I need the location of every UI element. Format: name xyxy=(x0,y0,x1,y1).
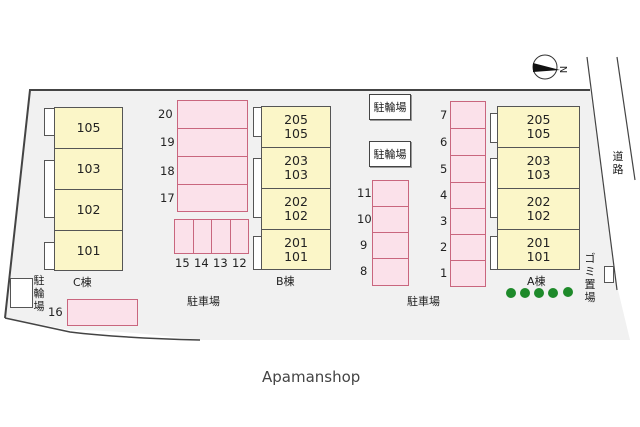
parking-space-13[interactable] xyxy=(211,219,231,254)
parking-space-3[interactable] xyxy=(450,208,486,235)
parking-number: 2 xyxy=(440,240,448,254)
parking-number: 12 xyxy=(232,256,247,270)
tree-icon xyxy=(506,288,516,298)
bicycle-parking-label: 駐輪場 xyxy=(373,148,407,161)
parking-space-4[interactable] xyxy=(450,182,486,209)
parking-space-17[interactable] xyxy=(177,184,248,212)
parking-space-19[interactable] xyxy=(177,128,248,157)
parking-number: 10 xyxy=(357,212,372,226)
parking-space-16[interactable] xyxy=(67,299,138,326)
garbage-box xyxy=(604,266,614,283)
parking-number: 3 xyxy=(440,214,448,228)
building-a-label: A棟 xyxy=(527,275,546,288)
parking-number: 17 xyxy=(160,191,175,205)
unit-c-101[interactable]: 101 xyxy=(54,230,123,271)
parking-label: 駐車場 xyxy=(407,295,440,308)
parking-space-5[interactable] xyxy=(450,155,486,183)
parking-number: 15 xyxy=(175,256,190,270)
unit-number: 203 xyxy=(526,153,551,168)
watermark: Apamanshop xyxy=(262,368,361,386)
bicycle-parking-label: 駐輪場 xyxy=(33,274,45,313)
parking-number: 8 xyxy=(360,264,368,278)
parking-space-11[interactable] xyxy=(372,180,409,207)
parking-number: 1 xyxy=(440,266,448,280)
unit-number: 205 xyxy=(526,112,551,127)
unit-number: 101 xyxy=(76,242,101,258)
unit-number: 103 xyxy=(526,167,551,182)
parking-space-15[interactable] xyxy=(174,219,194,254)
tree-icon xyxy=(563,287,573,297)
parking-number: 20 xyxy=(158,107,173,121)
compass-north-label: N xyxy=(557,65,569,74)
road-label: 道路 xyxy=(612,150,624,176)
parking-number: 4 xyxy=(440,188,448,202)
parking-space-20[interactable] xyxy=(177,100,248,129)
parking-space-14[interactable] xyxy=(193,219,212,254)
unit-c-102[interactable]: 102 xyxy=(54,189,123,231)
unit-c-105[interactable]: 105 xyxy=(54,107,123,149)
bicycle-parking: 駐輪場 xyxy=(369,141,411,167)
parking-number: 19 xyxy=(160,135,175,149)
unit-number: 102 xyxy=(284,208,308,223)
parking-space-7[interactable] xyxy=(450,101,486,129)
parking-space-18[interactable] xyxy=(177,156,248,185)
unit-number: 105 xyxy=(76,120,101,135)
bicycle-parking-label: 駐輪場 xyxy=(373,101,407,114)
parking-number: 11 xyxy=(357,186,372,200)
tree-icon xyxy=(548,288,558,298)
parking-space-9[interactable] xyxy=(372,232,409,259)
unit-number: 201 xyxy=(284,234,308,250)
unit-number: 102 xyxy=(76,202,101,217)
parking-number: 9 xyxy=(360,238,368,252)
parking-space-12[interactable] xyxy=(230,219,249,254)
building-c-label: C棟 xyxy=(73,276,92,289)
tree-icon xyxy=(534,288,544,298)
parking-number: 6 xyxy=(440,135,448,149)
tree-icon xyxy=(520,288,530,298)
unit-number: 101 xyxy=(284,248,308,264)
parking-number: 5 xyxy=(440,162,448,176)
parking-space-2[interactable] xyxy=(450,234,486,261)
unit-c-103[interactable]: 103 xyxy=(54,148,123,190)
parking-space-8[interactable] xyxy=(372,258,409,286)
road-edge xyxy=(586,56,618,291)
unit-number: 202 xyxy=(284,194,308,209)
unit-number: 105 xyxy=(284,126,308,141)
unit-number: 203 xyxy=(284,153,308,168)
bicycle-parking: 駐輪場 xyxy=(369,94,411,120)
unit-number: 105 xyxy=(526,126,551,141)
parking-number: 7 xyxy=(440,108,448,122)
parking-space-6[interactable] xyxy=(450,128,486,156)
unit-number: 102 xyxy=(526,208,551,223)
parking-number: 14 xyxy=(194,256,209,270)
parking-number: 18 xyxy=(160,164,175,178)
parking-label: 駐車場 xyxy=(187,295,220,308)
garbage-area-label: ゴミ置場 xyxy=(584,252,596,304)
unit-number: 202 xyxy=(526,194,551,209)
bicycle-parking-box xyxy=(10,278,33,308)
unit-number: 101 xyxy=(526,248,551,264)
parking-space-1[interactable] xyxy=(450,260,486,287)
parking-number: 13 xyxy=(213,256,228,270)
unit-number: 205 xyxy=(284,112,308,127)
parking-number: 16 xyxy=(48,305,63,319)
parking-space-10[interactable] xyxy=(372,206,409,233)
unit-number: 103 xyxy=(76,161,101,176)
building-b-label: B棟 xyxy=(276,275,295,288)
compass-icon xyxy=(532,54,560,80)
unit-number: 201 xyxy=(526,234,551,250)
unit-number: 103 xyxy=(284,167,308,182)
